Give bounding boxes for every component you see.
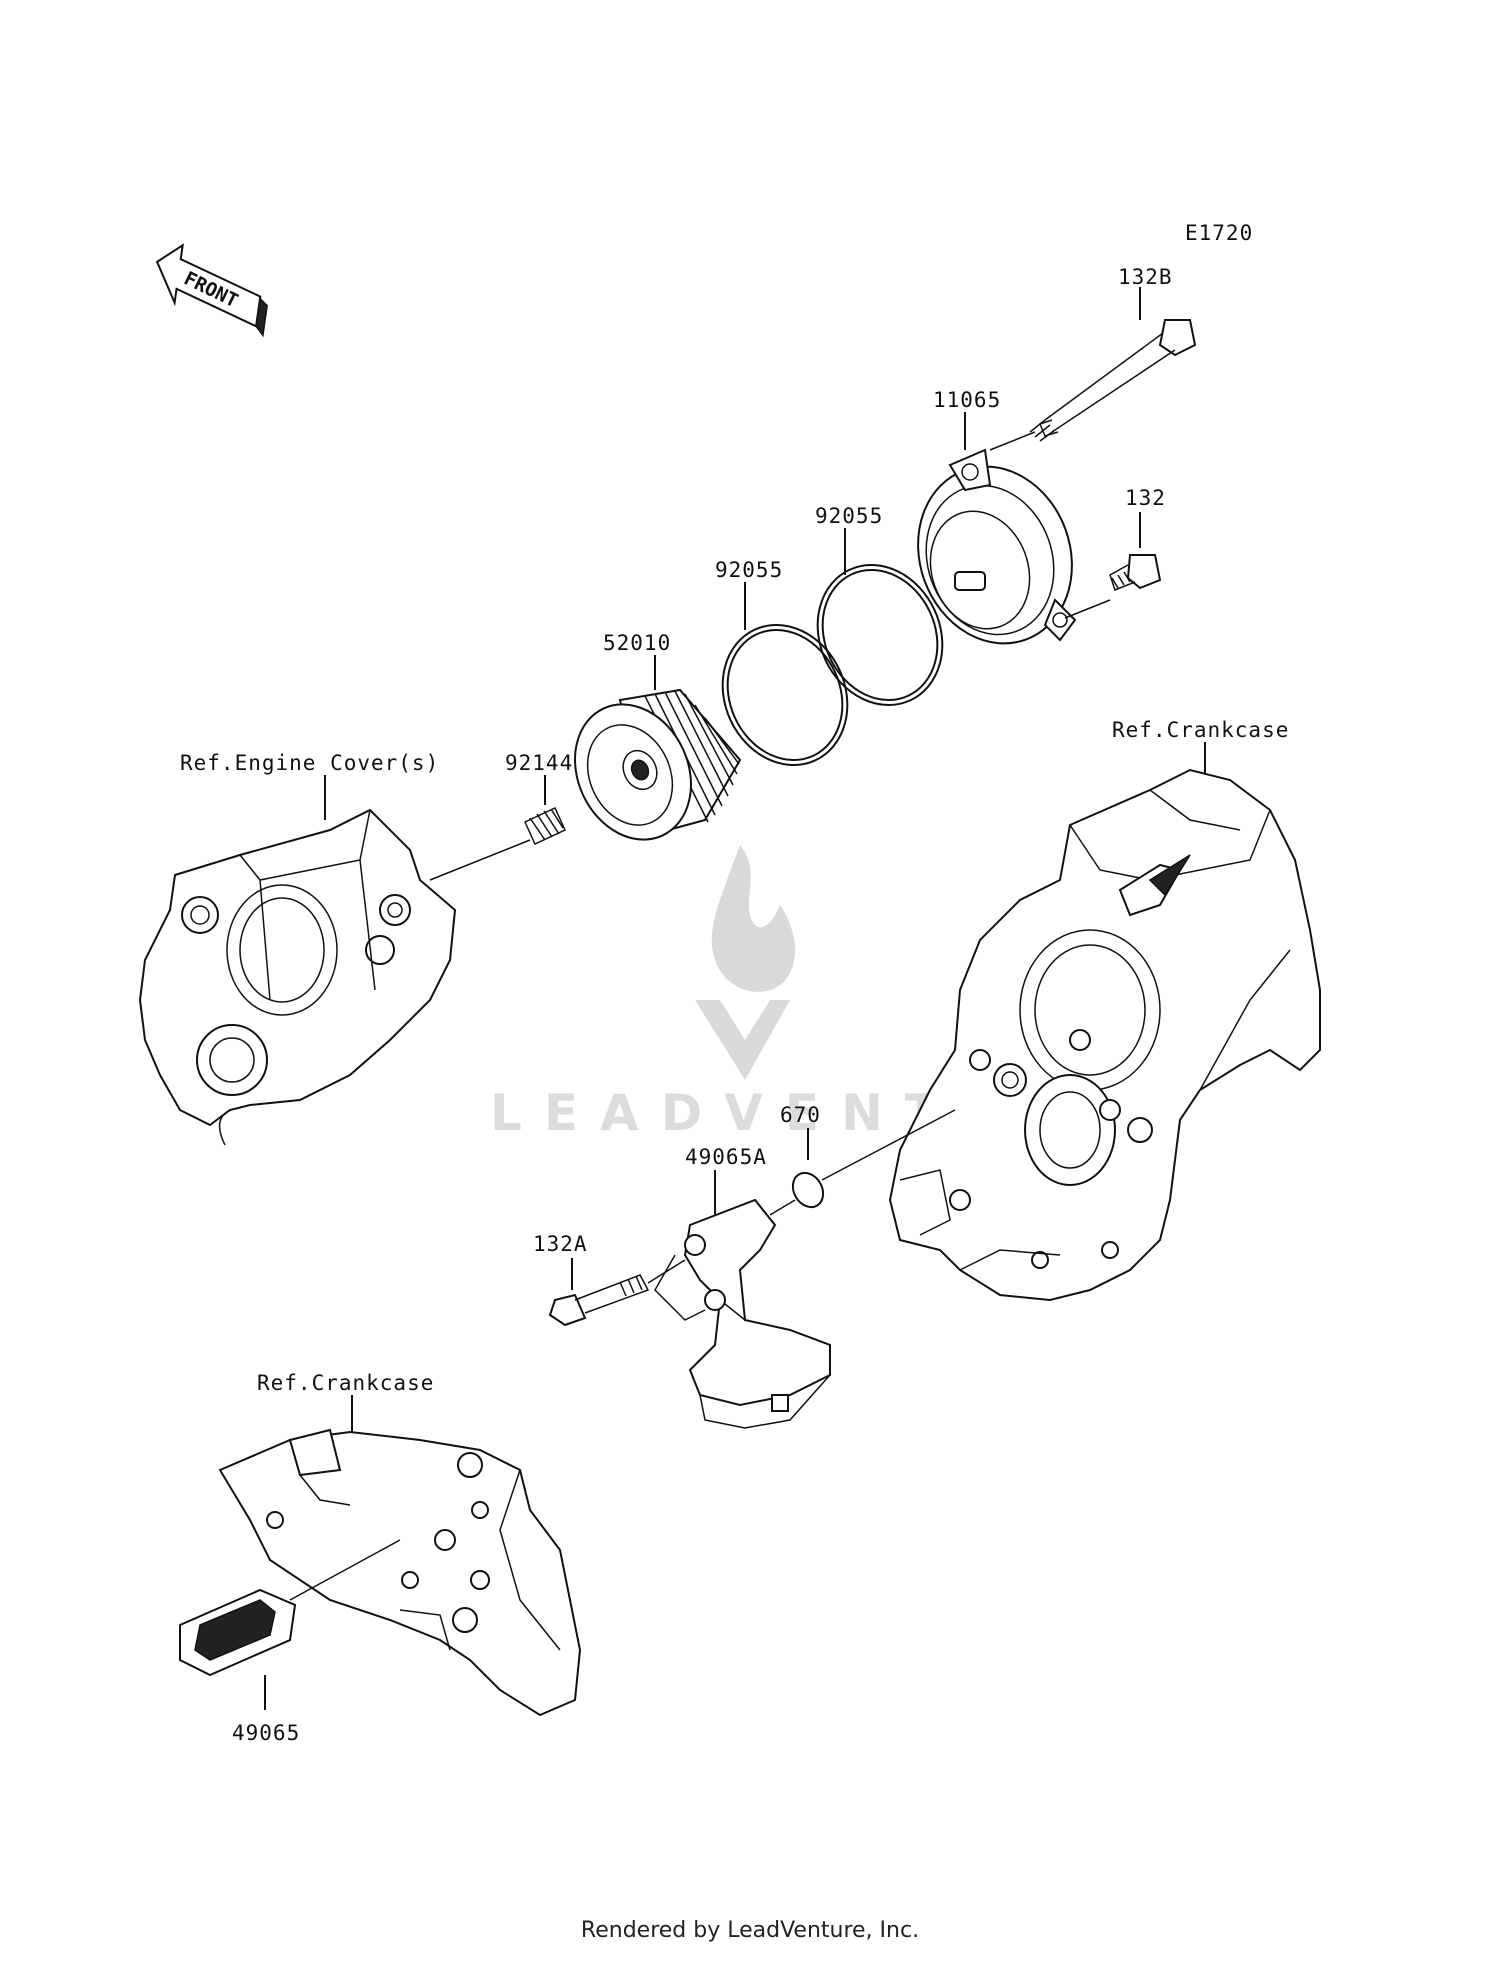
engine-cover-reference bbox=[138, 775, 457, 1146]
bolt-132 bbox=[1109, 512, 1162, 591]
o-ring-92055-a bbox=[721, 582, 849, 767]
label-ref-crankcase-bottom: Ref.Crankcase bbox=[257, 1371, 434, 1395]
label-132: 132 bbox=[1125, 486, 1166, 510]
o-ring-92055-b bbox=[816, 528, 944, 707]
label-49065: 49065 bbox=[232, 1721, 300, 1745]
footer-credit: Rendered by LeadVenture, Inc. bbox=[580, 1918, 920, 1943]
label-92055-b: 92055 bbox=[815, 504, 883, 528]
label-132b: 132B bbox=[1118, 265, 1173, 289]
spring-92144 bbox=[429, 775, 566, 881]
front-arrow-icon: FRONT bbox=[155, 243, 268, 338]
oil-filter-cover-11065 bbox=[917, 412, 1111, 645]
label-49065a: 49065A bbox=[685, 1145, 767, 1169]
label-670: 670 bbox=[780, 1103, 821, 1127]
label-11065: 11065 bbox=[933, 388, 1001, 412]
bolt-132a bbox=[548, 1258, 686, 1327]
oil-filter-52010 bbox=[574, 655, 742, 841]
label-ref-crankcase-right: Ref.Crankcase bbox=[1112, 718, 1289, 742]
strainer-screen-49065 bbox=[179, 1539, 401, 1710]
bolt-132b bbox=[989, 287, 1197, 451]
oil-strainer-49065a bbox=[654, 1170, 831, 1429]
o-ring-670 bbox=[769, 1109, 956, 1216]
label-92055-a: 92055 bbox=[715, 558, 783, 582]
label-132a: 132A bbox=[533, 1232, 588, 1256]
label-52010: 52010 bbox=[603, 631, 671, 655]
diagram-code: E1720 bbox=[1185, 221, 1253, 245]
label-ref-engine-cover: Ref.Engine Cover(s) bbox=[180, 751, 439, 775]
crankcase-bottom-reference bbox=[218, 1395, 582, 1717]
label-92144: 92144 bbox=[505, 751, 573, 775]
crankcase-right-reference bbox=[888, 742, 1321, 1302]
